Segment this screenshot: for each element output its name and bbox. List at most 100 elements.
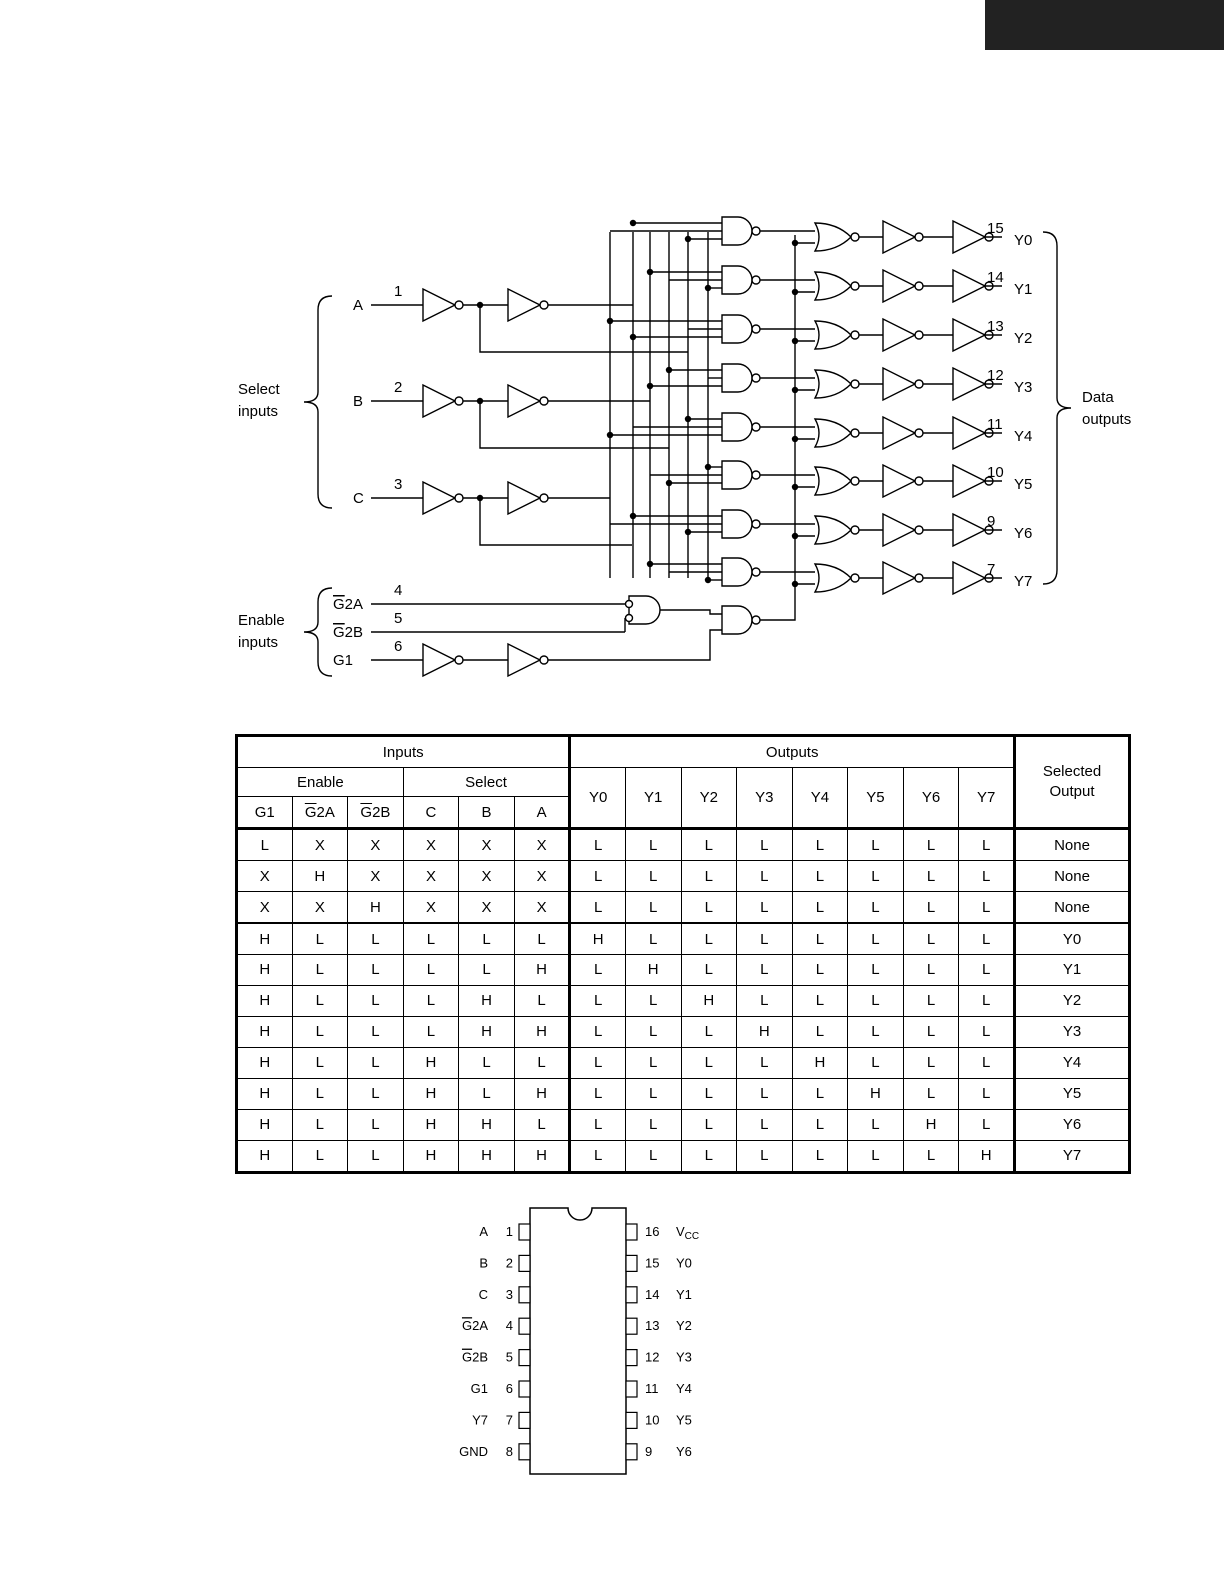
table-cell: X [236,860,293,892]
nand-gate-icon [721,265,753,295]
table-cell: L [624,1077,682,1110]
table-cell: H [236,1046,293,1079]
table-cell: H [236,1139,293,1174]
table-cell: L [791,826,849,862]
inverter-icon [882,512,917,548]
pin-number: 15 [645,1255,659,1270]
table-cell: L [847,1139,904,1174]
header-g2a: G2A [291,796,349,829]
pin-number: 12 [987,367,1004,384]
pin-number: 7 [506,1412,513,1427]
header-outputs: Outputs [569,735,1016,768]
table-cell: L [624,1015,682,1048]
table-cell: L [347,1046,404,1079]
wire [479,498,632,546]
table-cell: H [236,954,293,986]
bubble [914,281,924,291]
pin-name-y0: Y0 [676,1255,692,1270]
junction-dot [646,382,654,390]
or-gate-icon [813,515,852,545]
selected-output-cell: None [1014,826,1130,862]
selected-output-cell: Y0 [1014,922,1130,955]
enable-label: G2A [333,596,363,613]
pin-number: 16 [645,1224,659,1239]
wire [660,609,722,615]
table-cell: L [736,1108,793,1141]
table-cell: L [847,860,904,892]
table-cell: L [847,954,904,986]
or-gate-icon [813,563,852,593]
pin-stub [518,1254,531,1273]
table-cell: L [624,826,682,862]
inverter-icon [507,383,542,419]
table-cell: L [736,860,793,892]
header-a: A [513,796,572,829]
pin-stub [518,1223,531,1241]
pin-name-y2: Y2 [676,1318,692,1333]
table-cell: L [347,1015,404,1048]
inverter-icon [882,463,917,499]
table-cell: L [958,1015,1016,1048]
junction-dot [646,268,654,276]
junction-dot [684,415,692,423]
inverter-icon [422,642,457,678]
bubble [539,493,549,503]
selected-output-cell: Y7 [1014,1139,1130,1174]
table-cell: L [569,1046,626,1079]
enable-inputs-label: inputs [238,634,278,651]
selected-output-cell: Y4 [1014,1046,1130,1079]
inverter-icon [507,287,542,323]
table-cell: X [291,826,349,862]
brace-select [303,295,333,509]
pin-number: 2 [506,1255,513,1270]
bubble [850,476,860,486]
table-cell: L [736,1077,793,1110]
select-inputs-label: inputs [238,403,278,420]
junction-dot [704,463,712,471]
pin-stub [625,1254,638,1273]
table-cell: X [402,826,460,862]
buffer-icon [952,560,987,596]
nand-gate-icon [721,412,753,442]
buffer-icon [952,366,987,402]
output-label-y3: Y3 [1014,379,1032,396]
pin-name-a: A [479,1224,488,1239]
table-cell: L [291,954,349,986]
inverter-icon [882,317,917,353]
input-label-c: C [353,490,364,507]
table-cell: L [458,954,515,986]
pin-name-c: C [479,1287,488,1302]
or-gate-icon [813,320,852,350]
buffer-icon [952,317,987,353]
header-g2b: G2B [347,796,404,829]
selected-output-cell: None [1014,860,1130,892]
bubble [751,422,761,432]
nand-gate-icon [721,314,753,344]
table-cell: L [402,1015,460,1048]
pin-stub [625,1411,638,1430]
table-cell: L [569,826,626,862]
junction-dot [684,528,692,536]
wire [548,629,722,661]
brace-enable [303,587,333,677]
table-cell: L [680,826,738,862]
pin-name-g1: G1 [471,1381,488,1396]
table-cell: L [569,984,626,1017]
inverter-icon [882,560,917,596]
bubble [850,428,860,438]
table-cell: L [680,1108,738,1141]
bubble [454,300,464,310]
bubble [914,428,924,438]
inverter-icon [422,480,457,516]
header-c: C [402,796,460,829]
pin-stub [518,1380,531,1398]
nand-gate-icon [721,363,753,393]
nand-gate-icon [721,216,753,246]
bubble [539,396,549,406]
table-cell: X [458,860,515,892]
pin-name-g2a: G2A [462,1318,488,1333]
table-cell: H [402,1046,460,1079]
table-cell: L [736,891,793,924]
header-y2: Y2 [680,767,738,829]
